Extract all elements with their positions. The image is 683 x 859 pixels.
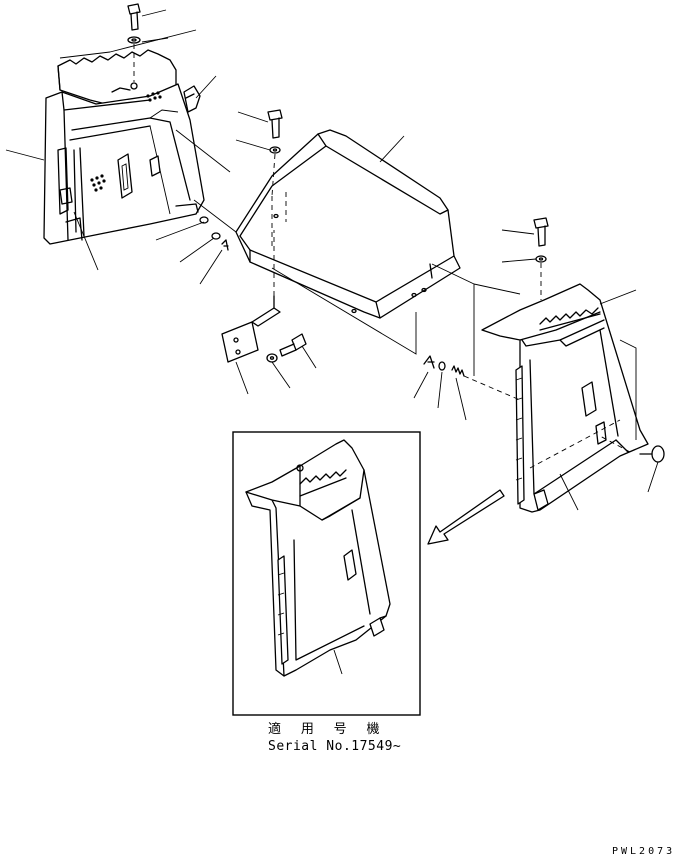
clip-bracket [183, 85, 201, 113]
inset-detail-frame [232, 431, 421, 716]
drawing-code: PWL2073 [612, 846, 675, 857]
inset-door-view [245, 439, 391, 677]
hinge-pin-hardware [423, 355, 521, 401]
center-hood-cover [235, 129, 461, 319]
left-side-cover [43, 49, 205, 245]
detail-arrow [427, 489, 505, 545]
vent-grille [90, 91, 162, 192]
center-top-bolt [267, 109, 283, 197]
mounting-bracket [221, 230, 281, 363]
right-side-door [481, 283, 649, 513]
bracket-bolt [266, 333, 307, 363]
applicability-label: 適 用 号 機 [268, 721, 385, 737]
lock-knob [599, 435, 665, 463]
leader-lines [5, 9, 659, 511]
right-top-bolt [533, 217, 549, 300]
left-top-bolt [127, 3, 141, 82]
left-small-hardware [199, 216, 229, 251]
serial-number-range: Serial No.17549~ [268, 739, 401, 754]
